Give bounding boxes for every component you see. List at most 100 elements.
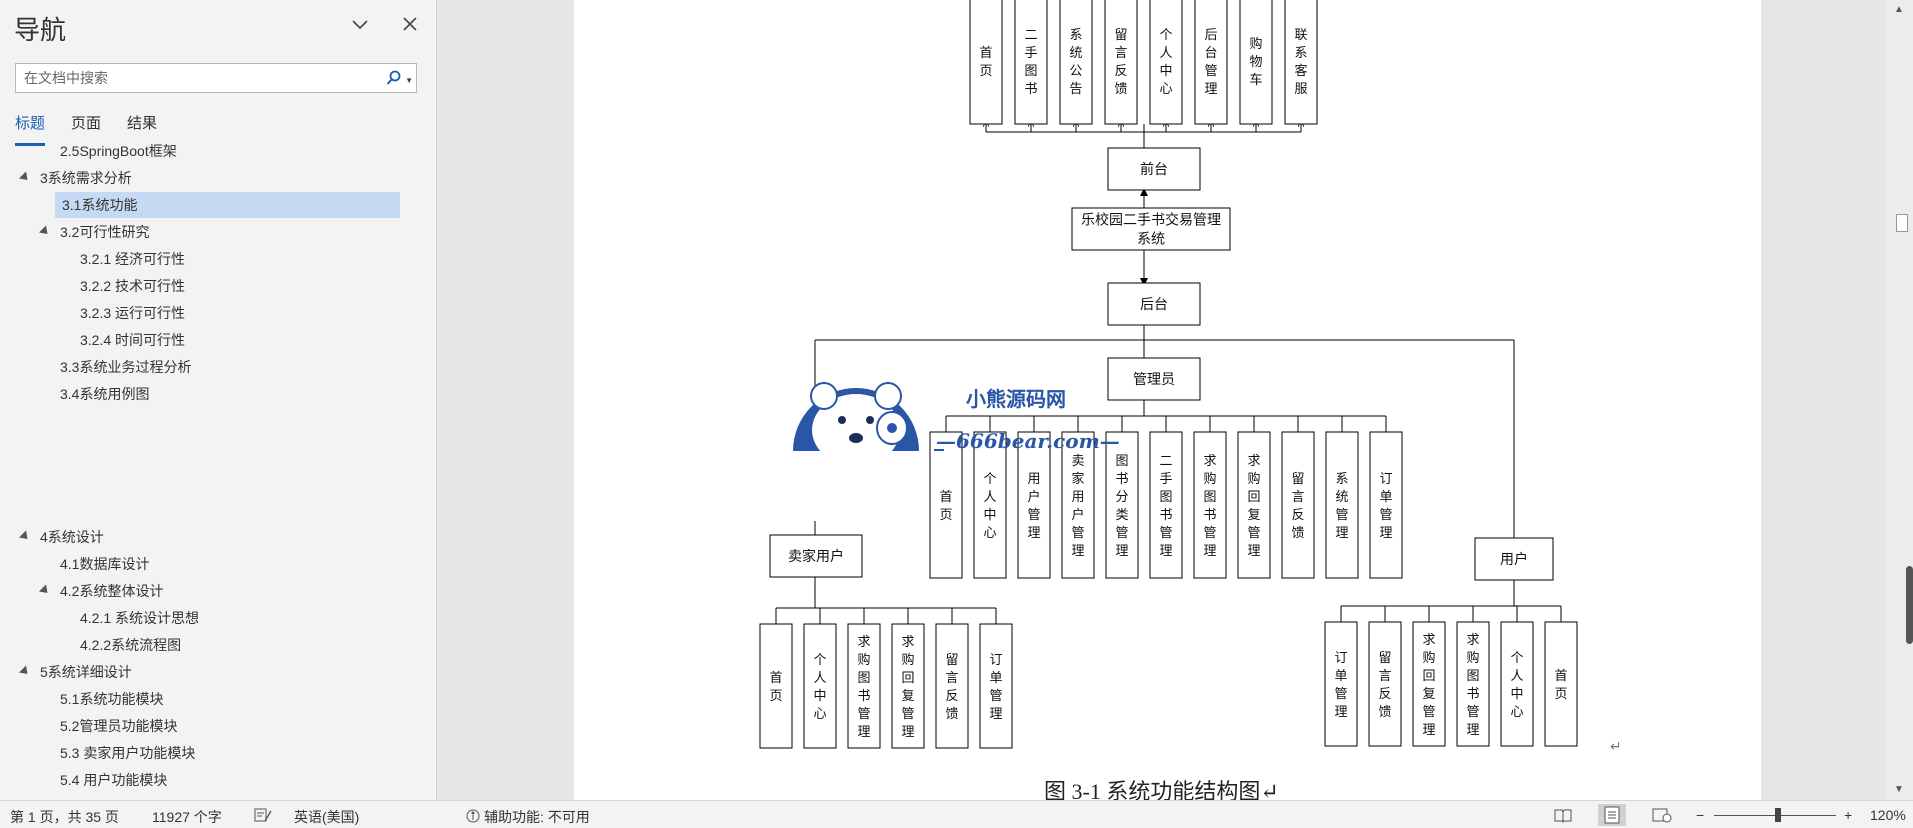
- expand-triangle-icon[interactable]: [18, 171, 32, 184]
- status-bar: 第 1 页，共 35 页 11927 个字 英语(美国) 辅助功能: 不可用 −…: [0, 800, 1913, 828]
- outline-item[interactable]: 3.2可行性研究: [60, 224, 150, 240]
- module-label: 留言反馈: [1114, 28, 1127, 97]
- expand-triangle-icon[interactable]: [18, 665, 32, 678]
- tab-pages[interactable]: 页面: [71, 115, 102, 132]
- outline-item[interactable]: 3.2.4 时间可行性: [80, 332, 186, 348]
- module-box: [979, 623, 1013, 749]
- close-icon[interactable]: [398, 12, 422, 36]
- expand-triangle-icon[interactable]: [38, 584, 52, 597]
- outline-item[interactable]: 4.2系统整体设计: [60, 583, 164, 599]
- outline-item[interactable]: 3.1系统功能: [55, 192, 400, 218]
- module-label: 后台管理: [1204, 28, 1217, 97]
- module-box: [1193, 431, 1227, 579]
- admin-box: [1107, 357, 1201, 401]
- module-box: [1105, 431, 1139, 579]
- module-box: [1149, 0, 1183, 125]
- page-count[interactable]: 第 1 页，共 35 页: [10, 809, 119, 825]
- nav-tabs: 标题 页面 结果: [15, 114, 157, 146]
- nav-title: 导航: [14, 15, 67, 45]
- outline-item[interactable]: 4.1数据库设计: [60, 556, 150, 572]
- chevron-down-icon[interactable]: [348, 12, 372, 36]
- outline-item[interactable]: 3.2.1 经济可行性: [80, 251, 186, 267]
- outline-item[interactable]: 5.2管理员功能模块: [60, 718, 178, 734]
- module-label: 订单管理: [1334, 651, 1347, 720]
- read-mode-icon[interactable]: [1554, 807, 1572, 826]
- expand-triangle-icon[interactable]: [38, 225, 52, 238]
- module-label: 求购图书管理: [1203, 454, 1216, 559]
- module-box: [1456, 621, 1490, 747]
- zoom-out-button[interactable]: −: [1696, 807, 1705, 823]
- expand-triangle-icon[interactable]: [18, 530, 32, 543]
- word-count[interactable]: 11927 个字: [152, 809, 222, 825]
- watermark: 小熊源码网 —666bear.com—: [788, 382, 1120, 521]
- vertical-scrollbar[interactable]: ▲ ▼: [1886, 0, 1913, 800]
- document-page[interactable]: 首页二手图书系统公告留言反馈个人中心后台管理购物车联系客服前台乐校园二手书交易管…: [574, 0, 1761, 800]
- module-label: 求购图书管理: [1466, 633, 1479, 738]
- module-label: 订单管理: [989, 653, 1002, 722]
- outline-item[interactable]: 5.1系统功能模块: [60, 691, 164, 707]
- outline-item[interactable]: 3.2.2 技术可行性: [80, 278, 186, 294]
- frontend-box: [1107, 147, 1201, 191]
- module-box: [1369, 431, 1403, 579]
- module-box: [929, 431, 963, 579]
- module-label: 图书分类管理: [1115, 454, 1128, 559]
- outline-item[interactable]: 4.2.2系统流程图: [80, 637, 182, 653]
- proofing-icon[interactable]: [254, 807, 272, 826]
- split-box[interactable]: [1896, 214, 1908, 232]
- web-layout-icon[interactable]: [1652, 807, 1672, 826]
- document-area[interactable]: 首页二手图书系统公告留言反馈个人中心后台管理购物车联系客服前台乐校园二手书交易管…: [438, 0, 1886, 800]
- module-label: 购物车: [1249, 36, 1262, 88]
- scroll-thumb[interactable]: [1906, 566, 1913, 644]
- search-input[interactable]: [16, 64, 366, 92]
- module-label: 求购回复管理: [1422, 633, 1435, 738]
- outline-item[interactable]: 4.2.1 系统设计思想: [80, 610, 200, 626]
- outline-item[interactable]: 5.3 卖家用户功能模块: [60, 745, 196, 761]
- search-icon[interactable]: [386, 70, 402, 91]
- module-box: [1325, 431, 1359, 579]
- scroll-up-icon[interactable]: ▲: [1894, 4, 1904, 15]
- search-box: ▼: [15, 63, 417, 93]
- module-box: [1412, 621, 1446, 747]
- navigation-pane: 导航 ▼ 标题 页面 结果 2.5SpringBoot框架 3系统需求分析 3.1系…: [0, 0, 437, 800]
- outline-item[interactable]: 5.4 用户功能模块: [60, 772, 168, 788]
- module-label: 首页: [1554, 669, 1567, 702]
- outline-item[interactable]: 3系统需求分析: [40, 170, 132, 186]
- module-label: 订单管理: [1379, 472, 1392, 541]
- user-label: 用户: [1500, 551, 1528, 568]
- module-label: 系统管理: [1335, 472, 1348, 541]
- module-label: 求购图书管理: [857, 635, 870, 740]
- module-box: [1059, 0, 1093, 125]
- search-options-icon[interactable]: ▼: [405, 76, 413, 85]
- zoom-level[interactable]: 120%: [1870, 807, 1906, 823]
- language[interactable]: 英语(美国): [294, 809, 360, 825]
- module-box: [935, 623, 969, 749]
- module-label: 求购回复管理: [901, 635, 914, 740]
- tab-results[interactable]: 结果: [127, 115, 158, 132]
- outline-item[interactable]: 5系统详细设计: [40, 664, 132, 680]
- zoom-in-button[interactable]: +: [1844, 807, 1853, 823]
- module-box: [1284, 0, 1318, 125]
- outline-item[interactable]: 3.2.3 运行可行性: [80, 305, 186, 321]
- outline-item[interactable]: 3.3系统业务过程分析: [60, 359, 192, 375]
- seller-box: [769, 534, 863, 578]
- module-box: [1544, 621, 1578, 747]
- module-label: 首页: [769, 671, 782, 704]
- scroll-down-icon[interactable]: ▼: [1894, 784, 1904, 795]
- zoom-slider-thumb[interactable]: [1775, 808, 1781, 822]
- system-root-box: [1071, 207, 1231, 251]
- function-structure-diagram: 首页二手图书系统公告留言反馈个人中心后台管理购物车联系客服前台乐校园二手书交易管…: [759, 0, 1578, 749]
- module-label: 二手图书: [1024, 28, 1037, 97]
- module-label: 用户管理: [1027, 472, 1040, 541]
- outline-item[interactable]: 3.4系统用例图: [60, 386, 150, 402]
- tab-headings[interactable]: 标题: [15, 114, 46, 146]
- print-layout-icon[interactable]: [1598, 804, 1626, 826]
- accessibility-icon[interactable]: [464, 807, 482, 826]
- accessibility-status[interactable]: 辅助功能: 不可用: [484, 809, 590, 825]
- module-box: [973, 431, 1007, 579]
- module-label: 个人中心: [1159, 28, 1172, 97]
- figure-caption: 图 3-1 系统功能结构图↵: [1044, 779, 1279, 800]
- outline-item[interactable]: 4系统设计: [40, 529, 104, 545]
- outline-item[interactable]: 2.5SpringBoot框架: [60, 144, 177, 159]
- module-box: [1239, 0, 1273, 125]
